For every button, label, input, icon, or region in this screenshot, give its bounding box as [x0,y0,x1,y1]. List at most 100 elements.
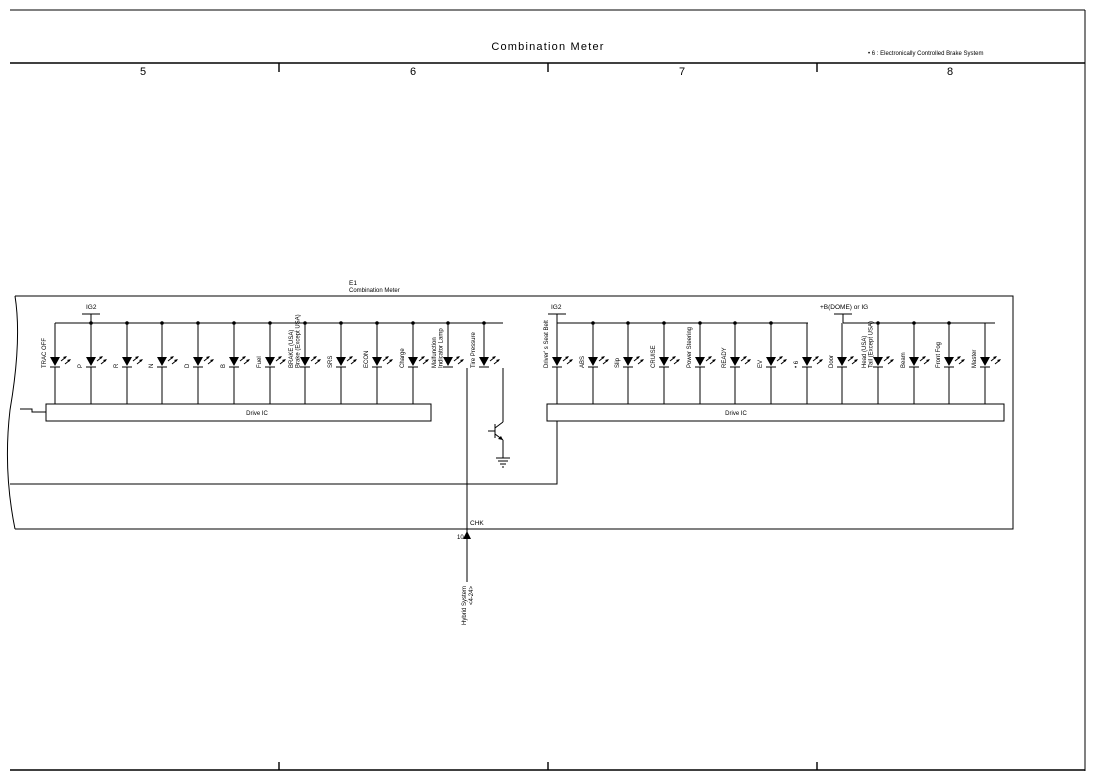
led-econ: ECON [364,321,393,404]
tire-pressure-transistor [488,368,504,458]
junction-dot [125,321,129,325]
led-cruise: CRUISE [651,321,680,404]
internal-wiring [10,408,558,485]
led-door: Door [829,323,858,404]
led-label-6: • 6 [794,360,800,368]
ground-symbol [496,457,510,468]
drive-ic-left-label: Drive IC [246,411,268,417]
led-driver-s-seat-belt: Driver' s Seat Belt [544,320,573,404]
led-trac-off: TRAC OFF [42,323,71,404]
led-p: P [78,321,107,404]
junction-dot [446,321,450,325]
connector-pin-arrow [463,531,471,539]
led-label-b: B [221,364,227,368]
led-label-cruise: CRUISE [651,345,657,368]
junction-dot [626,321,630,325]
drive-ic-right-label: Drive IC [725,411,747,417]
led-6: • 6 [794,323,823,404]
junction-dot [411,321,415,325]
led-label-abs: ABS [580,356,586,368]
junction-dot [698,321,702,325]
led-label-driver-s-seat-belt: Driver' s Seat Belt [544,320,550,368]
led-label-tire-pressure: Tire Pressure [471,332,477,368]
dome-power-label: +B(DOME) or IG [820,304,868,311]
diagram-title: Combination Meter [491,41,604,53]
led-label-malfunction-indicator-lamp: Malfunction [432,337,438,368]
led-front-fog: Front Fog [936,321,965,404]
column-number-8: 8 [947,66,953,78]
led-label-ready: READY [722,347,728,368]
junction-dot [232,321,236,325]
ig2-label-right: IG2 [551,304,562,311]
junction-dot [662,321,666,325]
destination-page-ref: <4-24> [469,586,475,606]
junction-dot [591,321,595,325]
led-label-d: D [185,363,191,368]
led-b: B [221,321,250,404]
junction-dot [482,321,486,325]
led-ev: EV [758,321,787,404]
junction-dot [375,321,379,325]
drive-ic-right [546,403,1005,422]
led-label-beam: Beam [901,352,907,368]
led-r: R [114,321,143,404]
indicator-leds: TRAC OFF P R N D B Fuel BRAKE (USA)Brake (Excep… [42,314,1001,404]
led-d: D [185,321,214,404]
led-head-usa-tail-except-usa: Head (USA)Tail (Except USA) [862,321,894,404]
led-abs: ABS [580,321,609,404]
column-number-6: 6 [410,66,416,78]
footnote: • 6 : Electronically Controlled Brake Sy… [868,51,983,57]
led-label-brake-usa-brake-except-usa: BRAKE (USA) [289,330,295,368]
led-beam: Beam [901,321,930,404]
junction-dot [303,321,307,325]
column-number-7: 7 [679,66,685,78]
ig2-label-left: IG2 [86,304,97,311]
led-label-fuel: Fuel [257,356,263,368]
junction-dot [196,321,200,325]
led-label-r: R [114,363,120,368]
junction-dot [160,321,164,325]
led-label-econ: ECON [364,351,370,368]
led-slip: Slip [615,321,644,404]
led-tire-pressure: Tire Pressure [471,321,500,368]
led-label-head-usa-tail-except-usa: Head (USA) [862,336,868,368]
destination-system: Hybrid System [462,586,468,625]
combination-meter-outline [6,295,1014,530]
led-srs: SRS [328,321,357,404]
led-label-ev: EV [758,360,764,368]
led-label-brake-usa-brake-except-usa: Brake (Except USA) [295,314,301,368]
led-n: N [149,321,178,404]
led-label-srs: SRS [328,356,334,368]
column-number-5: 5 [140,66,146,78]
led-label-trac-off: TRAC OFF [42,338,48,368]
page-frame [10,9,1086,771]
junction-dot [733,321,737,325]
led-label-master: Master [972,350,978,368]
junction-dot [268,321,272,325]
junction-dot [89,321,93,325]
chk-signal-label: CHK [470,520,484,527]
led-label-power-steering: Power Steering [687,327,693,368]
led-label-door: Door [829,355,835,368]
junction-dot [912,321,916,325]
led-label-slip: Slip [615,357,621,368]
led-label-head-usa-tail-except-usa: Tail (Except USA) [868,321,874,368]
component-name: Combination Meter [349,288,400,294]
led-label-charge: Charge [400,348,406,368]
led-brake-usa-brake-except-usa: BRAKE (USA)Brake (Except USA) [289,314,321,404]
component-code: E1 [349,280,357,287]
junction-dot [947,321,951,325]
led-label-front-fog: Front Fog [936,342,942,368]
connector-pin-number: 10 [457,535,464,541]
led-charge: Charge [400,321,429,404]
led-label-n: N [149,364,155,368]
drive-ic-left [45,403,432,422]
led-label-p: P [78,364,84,368]
junction-dot [769,321,773,325]
led-fuel: Fuel [257,321,286,404]
led-master: Master [972,323,1001,404]
led-ready: READY [722,321,751,404]
led-label-malfunction-indicator-lamp: Indicator Lamp [438,328,444,368]
